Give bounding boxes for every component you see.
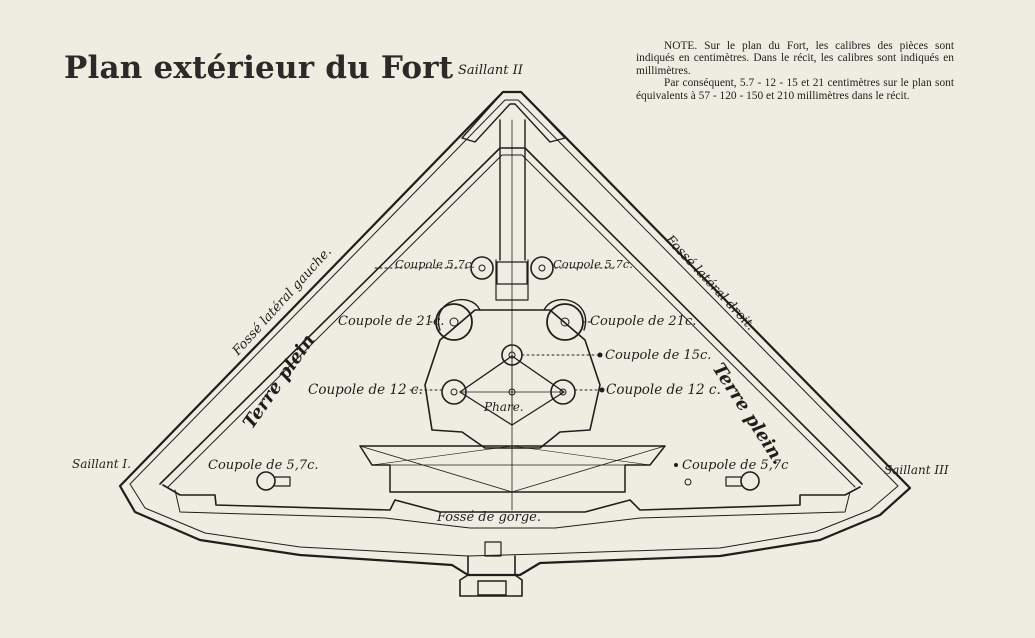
phare-marker [508,388,516,396]
label-terre-plein-right: Terre plein. [708,359,789,468]
caponier [459,555,523,597]
caponier-door [477,580,507,596]
inner-rampart [159,147,863,485]
label-coupole-12-left: Coupole de 12 c. [308,382,423,398]
caponier-room [484,541,502,557]
label-saillant-3: Saillant III [884,463,949,477]
coupole-57-left [470,256,494,280]
label-coupole-12-right: Coupole de 12 c. [606,382,721,398]
label-coupole-57-left: Coupole 5,7c. [395,257,475,271]
note-paragraph-1: NOTE. Sur le plan du Fort, les calibres … [636,40,954,77]
coupole-12-right [550,379,576,405]
label-saillant-2: Saillant II [458,63,524,78]
label-fosse-gorge: Fossé de gorge. [436,510,541,525]
page-title: Plan extérieur du Fort [64,50,454,86]
gorge-wall-inner [174,489,851,529]
central-massif [359,445,666,493]
note-block: NOTE. Sur le plan du Fort, les calibres … [636,40,954,102]
label-coupole-57-right: Coupole 5,7c. [553,257,633,271]
gallery-junction [496,261,528,285]
note-paragraph-2: Par conséquent, 5.7 - 12 - 15 et 21 cent… [636,77,954,102]
coupole-57-bottom-left [256,471,276,491]
coupole-57-right [530,256,554,280]
label-phare: Phare. [483,400,524,414]
label-saillant-1: Saillant I. [72,457,131,471]
outer-wall-inner-line [129,99,899,557]
label-coupole-15: Coupole de 15c. [605,348,711,363]
coupole-12-left [441,379,467,405]
label-fosse-gauche: Fossé latéral gauche. [229,244,335,359]
label-coupole-21-right: Coupole de 21c. [590,314,696,329]
lobe-left [437,299,481,331]
label-coupole-57-bottom-left: Coupole de 5,7c. [208,458,319,473]
central-battery [424,309,601,449]
label-coupole-21-left: Coupole de 21c. [338,314,444,329]
label-coupole-57-bottom-right: Coupole de 5,7c [682,458,789,473]
coupole-57-bottom-right [740,471,760,491]
outer-wall [118,90,912,577]
lobe-right [543,299,587,331]
axis-gallery [495,259,529,301]
saillant-2-apex [461,91,566,143]
gorge-wall [162,484,861,513]
